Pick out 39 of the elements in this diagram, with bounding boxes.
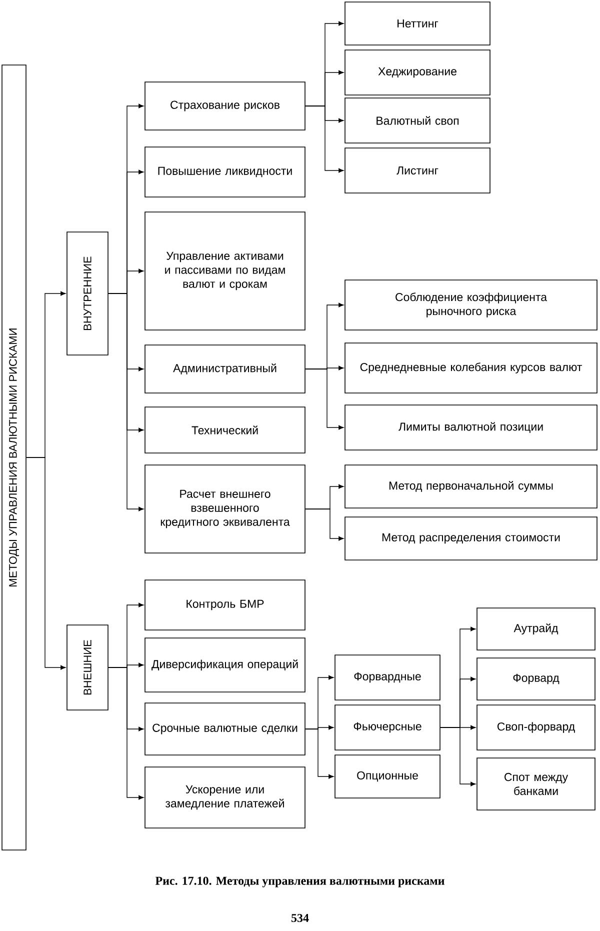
method-box: Повышение ликвидности bbox=[144, 146, 306, 198]
arrow bbox=[305, 368, 344, 430]
caption: Рис. 17.10. Методы управления валютными рисками bbox=[155, 876, 444, 888]
arrow bbox=[305, 728, 334, 779]
method-box: Своп-форвард bbox=[476, 704, 596, 750]
method-box: Форвард bbox=[476, 658, 596, 700]
arrow bbox=[108, 667, 144, 800]
method-box: Хеджирование bbox=[344, 50, 490, 96]
arrow bbox=[108, 293, 144, 512]
category-box: ВНУТРЕННИЕ bbox=[66, 232, 108, 356]
method-box: Страхование рисков bbox=[144, 82, 306, 130]
method-box: Расчет внешнего взвешенного кредитного эквивалента bbox=[144, 464, 306, 554]
method-box: Управление активами и пассивами по видам валют и срокам bbox=[144, 212, 306, 330]
method-box: Фьючерсные bbox=[334, 704, 440, 750]
method-box: Контроль БМР bbox=[144, 580, 306, 630]
method-box: Листинг bbox=[344, 148, 490, 194]
arrow bbox=[26, 457, 66, 670]
method-box: Метод распределения стоимости bbox=[344, 516, 598, 560]
method-box: Диверсификация операций bbox=[144, 638, 306, 692]
method-box: Неттинг bbox=[344, 2, 490, 46]
page-number: 534 bbox=[292, 914, 309, 922]
method-box: Форвардные bbox=[334, 654, 440, 700]
method-box: Среднедневные колебания курсов валют bbox=[344, 342, 598, 394]
method-box: Аутрайд bbox=[476, 608, 596, 650]
method-box: Лимиты валютной позиции bbox=[344, 404, 598, 450]
method-box: Срочные валютные сделки bbox=[144, 702, 306, 756]
method-box: Административный bbox=[144, 344, 306, 394]
arrow bbox=[305, 106, 344, 173]
method-box: Спот между банками bbox=[476, 758, 596, 810]
method-box: Соблюдение коэффициента рыночного риска bbox=[344, 280, 598, 330]
arrow bbox=[440, 727, 476, 786]
category-box: МЕТОДЫ УПРАВЛЕНИЯ ВАЛЮТНЫМИ РИСКАМИ bbox=[2, 64, 26, 850]
method-box: Ускорение или замедление платежей bbox=[144, 766, 306, 828]
method-box: Технический bbox=[144, 406, 306, 454]
method-box: Валютный своп bbox=[344, 98, 490, 144]
method-box: Опционные bbox=[334, 754, 440, 798]
category-box: ВНЕШНИЕ bbox=[66, 624, 108, 710]
method-box: Метод первоначальной суммы bbox=[344, 464, 598, 508]
arrow bbox=[305, 508, 344, 541]
